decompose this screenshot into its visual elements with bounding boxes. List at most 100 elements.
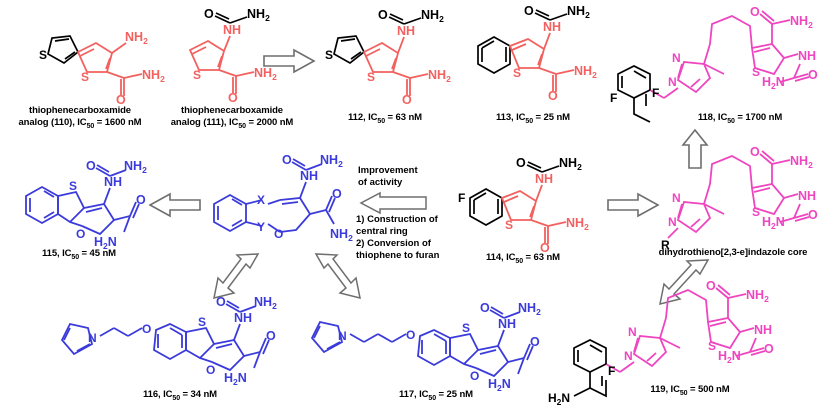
annotation-item1-line2: central ring: [356, 226, 408, 237]
atom-label-N2: N: [668, 75, 677, 89]
atom-label-F: F: [458, 191, 465, 205]
atom-label-H2N-amide: H2N: [488, 377, 511, 393]
atom-label-N1: N: [672, 51, 681, 65]
atom-label-O: O: [116, 93, 126, 107]
atom-label-Y: Y: [257, 220, 265, 234]
atom-label-NH2-amine: NH2: [125, 30, 148, 46]
atom-label-N-pyrrole: N: [88, 331, 97, 345]
atom-label-S2: S: [81, 70, 89, 84]
atom-label-NH: NH: [223, 23, 241, 37]
atom-label-NH2-urea: NH2: [247, 7, 270, 23]
atom-label-S: S: [325, 48, 333, 62]
arrow-left-mid: [148, 192, 204, 222]
urea-119: [735, 327, 766, 357]
amide-core: [759, 150, 791, 184]
annotation-item2-line2: thiophene to furan: [356, 250, 440, 261]
caption-117: 117, IC50 = 25 nM: [399, 389, 473, 402]
structure-113: S NH O NH2 O NH2: [466, 4, 641, 106]
caption-110-line1: thiophenecarboxamide: [29, 105, 131, 116]
caption-111-line2: analog (111), IC50 = 2000 nM: [170, 116, 294, 130]
atom-label-NH-urea: NH: [798, 189, 816, 203]
thiophene-ring-111: [188, 39, 226, 71]
atom-label-NH: NH: [104, 175, 122, 189]
pyrrole-117: [310, 320, 344, 354]
structure-115: S O NH O H2N O NH2: [10, 150, 190, 260]
atom-label-O-ring: O: [470, 369, 479, 383]
thieno-ring-115: [57, 190, 86, 224]
atom-label-NH: NH: [397, 24, 415, 38]
atom-label-NH: NH: [535, 172, 553, 186]
atom-label-O-amide: O: [136, 193, 146, 207]
atom-label-N-pyrrole: N: [338, 329, 347, 343]
atom-label-H2N-urea: H2N: [762, 215, 785, 231]
atom-label-NH2-urea: NH2: [421, 8, 444, 24]
atom-label-NH2-amide: NH2: [142, 68, 165, 84]
annotation-list: 1) Construction of central ring 2) Conve…: [356, 214, 486, 262]
atom-label-O-urea: O: [216, 295, 226, 309]
urea-112: [388, 13, 422, 25]
caption-113: 113, IC50 = 25 nM: [496, 112, 570, 125]
atom-label-S: S: [69, 179, 77, 193]
atom-label-O-ether: O: [406, 328, 415, 342]
caption-112: 112, IC50 = 63 nM: [348, 112, 422, 125]
arrow-diag-core-to-119: [656, 258, 712, 308]
arrow-up-core-to-118: [680, 128, 710, 170]
atom-label-O-urea: O: [808, 68, 818, 82]
urea-116: [225, 300, 257, 313]
benzo-ring-generic: [213, 193, 247, 233]
atom-label-R: R: [661, 238, 670, 252]
atom-label-NH2-urea: NH2: [124, 159, 147, 175]
urea-117: [489, 306, 521, 319]
atom-label-H2N-urea: H2N: [762, 75, 785, 91]
dihydro-ring-118: [703, 15, 753, 75]
atom-label-S2: S: [367, 70, 375, 84]
structure-116: N O S O NH O H2N O NH2: [58, 292, 318, 392]
linker-118: [649, 87, 679, 99]
arrow-diag-right: [312, 252, 364, 302]
pyrazole-core: [676, 201, 712, 234]
atom-label-NH2-amide: NH2: [574, 64, 597, 80]
atom-label-N1: N: [628, 325, 637, 339]
thienyl-112: [333, 35, 366, 65]
linker-117: [349, 333, 407, 343]
atom-label-O-urea: O: [764, 342, 774, 356]
caption-core: dihydrothieno[2,3-e]indazole core: [658, 247, 808, 258]
caption-111: thiophenecarboxamide analog (111), IC50 …: [152, 105, 312, 132]
thiophene-ring-right-110: [76, 41, 114, 73]
atom-label-O-urea: O: [480, 301, 490, 315]
urea-118: [779, 53, 810, 83]
caption-110-line2: analog (110), IC50 = 1600 nM: [18, 116, 142, 130]
atom-label-NH2-urea: NH2: [254, 295, 277, 311]
aminofluorophenyl-119: [573, 339, 607, 398]
atom-label-NH2-urea: NH2: [518, 301, 541, 317]
urea-115: [95, 164, 127, 177]
atom-label-NH: NH: [300, 169, 318, 183]
atom-label-X: X: [257, 193, 265, 207]
atom-label-O-urea: O: [808, 208, 818, 222]
annotation-heading-line1: Improvement: [358, 165, 418, 176]
atom-label-O-amide: O: [706, 279, 716, 293]
structure-generic-scaffold: X Y O NH O NH2 O NH2: [204, 152, 364, 260]
arrow-right-mid: [606, 192, 662, 222]
thiophene-ring-113: [508, 37, 546, 69]
linker-116: [99, 327, 143, 337]
pyrrole-116: [60, 322, 94, 356]
urea-generic: [291, 158, 323, 171]
atom-label-NH: NH: [498, 317, 516, 331]
annotation-heading-line2: of activity: [358, 177, 403, 188]
atom-label-O-amide: O: [332, 187, 342, 201]
atom-label-NH2-amide: NH2: [566, 216, 589, 232]
atom-label-S: S: [193, 68, 201, 82]
structure-111: S NH O NH2 O NH2: [168, 6, 298, 106]
caption-116: 116, IC50 = 34 nM: [143, 389, 217, 402]
atom-label-N1: N: [672, 191, 681, 205]
atom-label-N2: N: [668, 215, 677, 229]
annotation-block: Improvement of activity: [358, 165, 478, 189]
pyrazole-119: [632, 335, 668, 368]
atom-label-NH2-amide: NH2: [254, 66, 277, 82]
arrow-right-top: [262, 48, 318, 78]
structure-112: S S NH O NH2 O NH2: [316, 6, 491, 107]
thiophene-ring-114: [500, 189, 538, 221]
amide-118: [759, 10, 791, 44]
atom-label-H2N-amide: H2N: [94, 235, 117, 251]
